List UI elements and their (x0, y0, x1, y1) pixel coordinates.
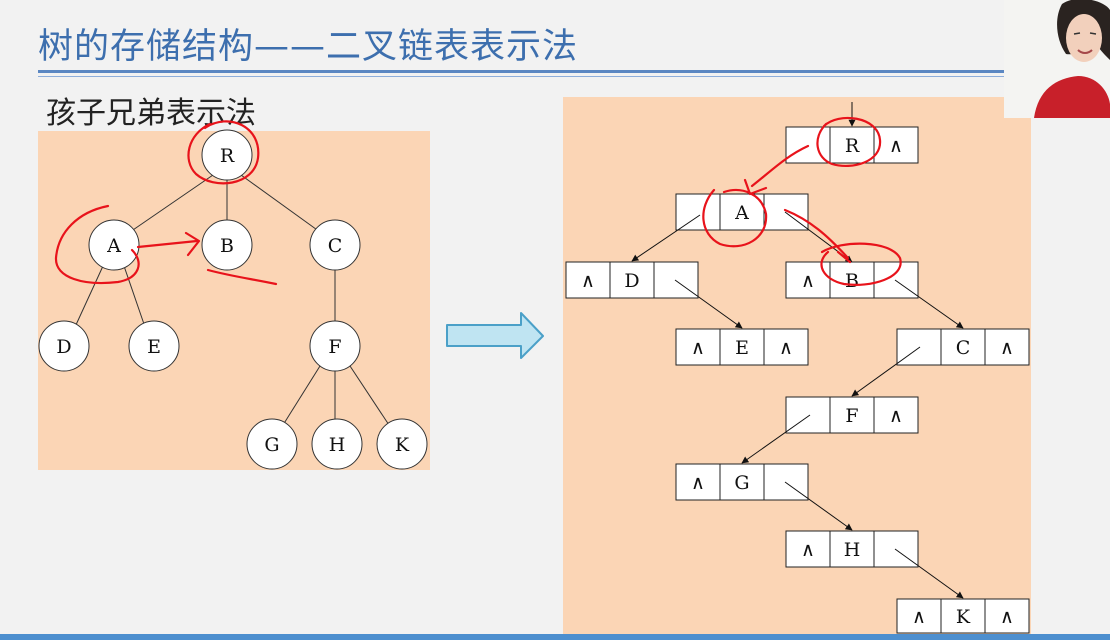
record-data: K (956, 606, 971, 628)
tree-node-label: B (220, 235, 234, 257)
tree-node-c: C (310, 220, 360, 270)
tree-node-label: H (329, 434, 346, 456)
tree-node-k: K (377, 419, 427, 469)
tree-node-f: F (310, 321, 360, 371)
presenter-image (1004, 0, 1110, 118)
null-child: ∧ (801, 270, 815, 292)
null-child: ∧ (581, 270, 595, 292)
tree-node-r: R (202, 130, 252, 180)
record-data: E (735, 337, 749, 359)
record-data: G (734, 472, 749, 494)
null-sibling: ∧ (1000, 337, 1014, 359)
record-h: ∧ H (786, 531, 918, 567)
tree-edges (75, 175, 389, 425)
tree-node-label: F (328, 336, 341, 358)
null-sibling: ∧ (1000, 606, 1014, 628)
record-g: ∧ G (676, 464, 808, 500)
tree-node-label: R (220, 145, 235, 167)
record-data: H (844, 539, 861, 561)
record-data: B (845, 270, 859, 292)
record-e: ∧ E ∧ (676, 329, 808, 365)
tree-node-a: A (89, 220, 139, 270)
tree-node-label: A (106, 235, 121, 257)
record-data: R (845, 135, 860, 157)
null-sibling: ∧ (779, 337, 793, 359)
record-b: ∧ B (786, 262, 918, 298)
null-sibling: ∧ (889, 405, 903, 427)
record-data: D (624, 270, 639, 292)
tree-node-b: B (202, 220, 252, 270)
null-child: ∧ (691, 472, 705, 494)
record-data: F (845, 405, 858, 427)
record-d: ∧ D (566, 262, 698, 298)
tree-node-label: D (56, 336, 71, 358)
tree-node-h: H (312, 419, 362, 469)
record-r: R ∧ (786, 127, 918, 163)
tree-node-e: E (129, 321, 179, 371)
tree-node-label: E (147, 336, 161, 358)
null-child: ∧ (691, 337, 705, 359)
record-data: A (734, 202, 749, 224)
transform-arrow-icon (447, 313, 543, 358)
tree-node-label: K (395, 434, 410, 456)
record-data: C (956, 337, 971, 359)
presenter-webcam (1004, 0, 1110, 118)
null-child: ∧ (801, 539, 815, 561)
record-f: F ∧ (786, 397, 918, 433)
null-sibling: ∧ (889, 135, 903, 157)
tree-node-d: D (39, 321, 89, 371)
record-k: ∧ K ∧ (897, 599, 1029, 633)
null-child: ∧ (912, 606, 926, 628)
tree-node-label: G (264, 434, 279, 456)
record-c: C ∧ (897, 329, 1029, 365)
tree-node-label: C (328, 235, 343, 257)
tree-node-g: G (247, 419, 297, 469)
